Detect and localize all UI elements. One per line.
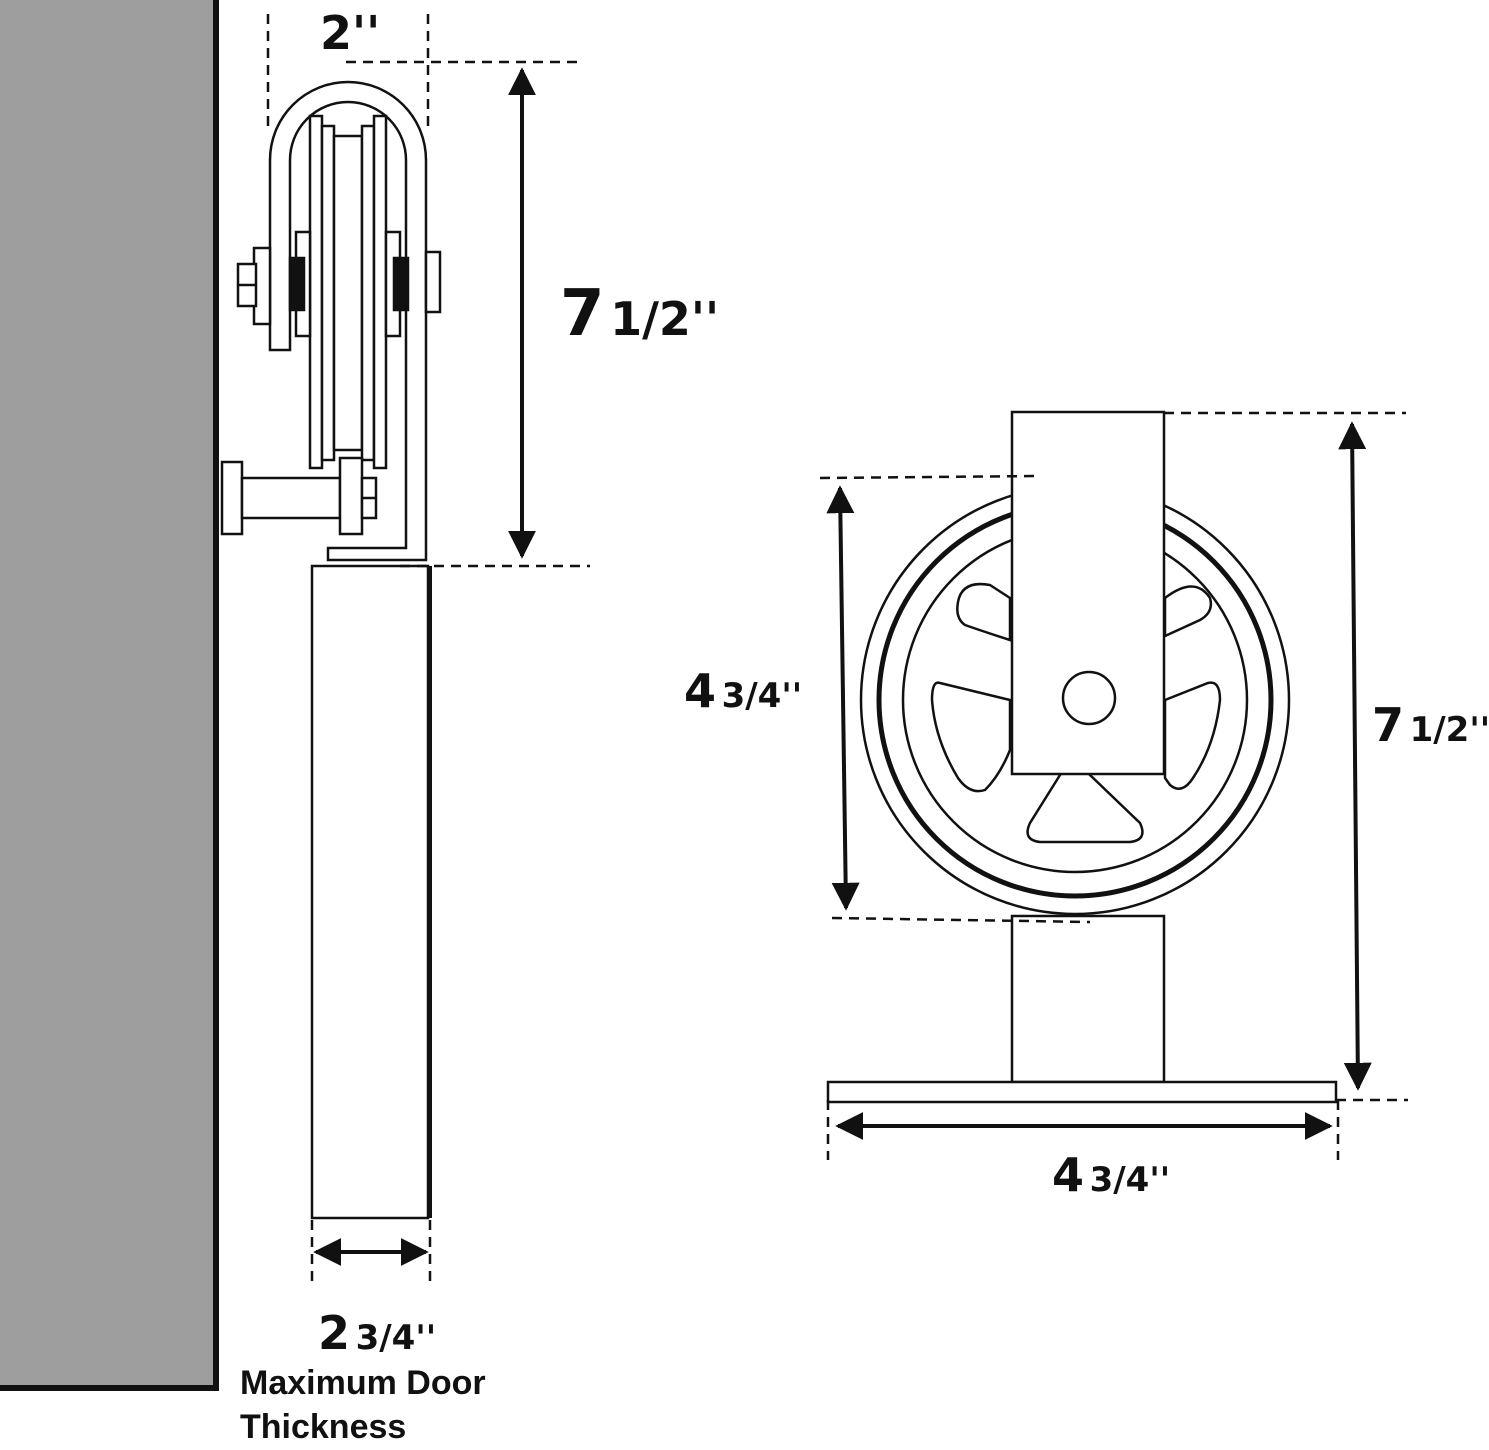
- front-height-fraction: 1/2'': [1409, 710, 1489, 750]
- front-height-label: 7 1/2'': [1372, 702, 1489, 748]
- door-thickness-label: 2 3/4'': [318, 1310, 436, 1356]
- side-view-dimensions: [266, 14, 590, 1284]
- door-note-line1: Maximum Door: [240, 1364, 486, 1402]
- side-width-label: 2'': [320, 6, 381, 60]
- base-width-whole: 4: [1052, 1148, 1085, 1202]
- door-note-line2: Thickness: [240, 1408, 407, 1446]
- side-height-whole: 7: [560, 277, 605, 351]
- front-view-dimensions: [819, 411, 1408, 1160]
- door-thickness-whole: 2: [318, 1306, 351, 1360]
- base-width-fraction: 3/4'': [1089, 1160, 1171, 1200]
- front-height-whole: 7: [1372, 698, 1405, 752]
- wheel-diameter-label: 4 3/4'': [684, 668, 802, 714]
- base-width-label: 4 3/4'': [1052, 1152, 1170, 1198]
- side-view-hanger: [220, 80, 442, 1220]
- side-height-label: 7 1/2'': [560, 282, 719, 346]
- door-thickness-fraction: 3/4'': [355, 1318, 437, 1358]
- wall: [0, 0, 219, 1391]
- wheel-diameter-fraction: 3/4'': [721, 676, 803, 716]
- wheel-diameter-whole: 4: [684, 664, 717, 718]
- front-view-wheel: [826, 410, 1338, 1104]
- side-height-fraction: 1/2'': [610, 292, 720, 346]
